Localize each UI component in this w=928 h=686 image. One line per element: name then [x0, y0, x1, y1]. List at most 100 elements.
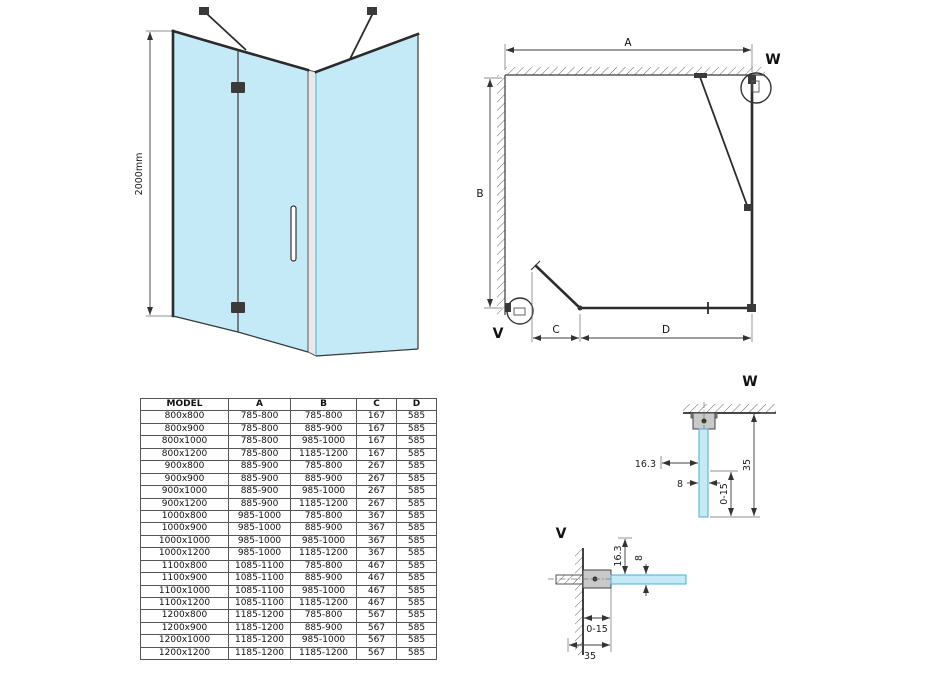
table-cell: 585 — [396, 497, 437, 511]
table-cell: 585 — [396, 609, 437, 623]
wall-anchor — [555, 574, 584, 585]
table-cell: 585 — [396, 596, 437, 611]
dimension-0-15-label: 0-15 — [586, 624, 608, 635]
detail-w-callout-label: W — [765, 52, 780, 68]
table-cell: 985-1000 — [290, 584, 357, 599]
table-cell: 985-1000 — [228, 547, 291, 561]
table-cell: 985-1000 — [228, 522, 291, 536]
table-cell: 585 — [396, 646, 437, 661]
glass-panel-section — [698, 428, 709, 518]
top-bracket-plan — [748, 75, 756, 84]
dimension-16-3-label: 16.3 — [613, 545, 624, 566]
dimension-0-15-label: 0-15 — [719, 483, 730, 505]
table-cell: 585 — [396, 485, 437, 499]
dimension-35-label: 35 — [742, 459, 753, 471]
table-cell: 885-900 — [228, 497, 291, 511]
dimension-8-label: 8 — [634, 555, 645, 561]
door-open-plan — [530, 260, 583, 311]
corner-bracket-plan — [747, 304, 756, 312]
door-hinge-bottom — [231, 302, 245, 313]
table-cell: 567 — [356, 609, 397, 623]
support-strut — [199, 7, 247, 51]
table-cell: 467 — [356, 584, 397, 599]
detail-w-callout-glyph — [751, 80, 760, 93]
table-cell: 785-800 — [290, 609, 357, 623]
table-cell: 800x1200 — [140, 447, 229, 462]
table-cell: 785-800 — [228, 447, 291, 462]
table-cell: 900x800 — [140, 460, 229, 474]
corner-post — [307, 69, 317, 357]
table-cell: 1185-1200 — [228, 621, 291, 636]
table-cell: 1100x1000 — [140, 584, 229, 599]
column-header: A — [228, 397, 291, 412]
table-cell: 267 — [356, 497, 397, 511]
table-cell: 1200x1000 — [140, 634, 229, 648]
table-cell: 1100x900 — [140, 572, 229, 586]
wall-bracket — [367, 7, 377, 15]
dimension-16-3: 16.3 — [635, 456, 698, 470]
table-cell: 785-800 — [290, 559, 357, 574]
glass-clamp-bracket — [690, 402, 718, 440]
frame-profiles — [171, 29, 420, 357]
table-cell: 985-1000 — [290, 534, 357, 549]
plan-view: W V A B C D — [476, 37, 781, 342]
dimension-16-3-label: 16.3 — [635, 459, 656, 470]
table-cell: 1200x900 — [140, 621, 229, 636]
table-cell: 367 — [356, 547, 397, 561]
height-dimension-label: 2000mm — [134, 153, 145, 196]
table-cell: 267 — [356, 472, 397, 487]
table-cell: 585 — [396, 534, 437, 549]
table-cell: 985-1000 — [290, 634, 357, 648]
table-cell: 800x800 — [140, 410, 229, 424]
table-cell: 1085-1100 — [228, 584, 291, 599]
door-hinge-top — [231, 82, 245, 93]
dimension-16-3: 16.3 — [613, 537, 632, 574]
wall-left — [497, 75, 506, 315]
table-cell: 167 — [356, 447, 397, 462]
table-cell: 1000x1200 — [140, 547, 229, 561]
table-cell: 367 — [356, 534, 397, 549]
table-cell: 267 — [356, 485, 397, 499]
detail-w-view: W 16.3 8 — [635, 374, 776, 518]
table-cell: 885-900 — [228, 460, 291, 474]
table-cell: 585 — [396, 584, 437, 599]
table-cell: 585 — [396, 621, 437, 636]
side-glass-panel — [315, 33, 419, 357]
table-cell: 567 — [356, 621, 397, 636]
dimension-a: A — [504, 37, 753, 72]
door-handle — [290, 205, 297, 262]
ceiling — [683, 404, 776, 414]
table-cell: 1185-1200 — [290, 497, 357, 511]
column-header: D — [396, 397, 437, 412]
dimension-a-label: A — [624, 37, 632, 49]
table-cell: 1185-1200 — [228, 609, 291, 623]
table-cell: 785-800 — [228, 435, 291, 449]
wall — [575, 548, 584, 655]
table-cell: 585 — [396, 460, 437, 474]
dimension-0-15: 0-15 — [710, 470, 738, 518]
dimension-8: 8 — [634, 555, 649, 596]
dimension-8-label: 8 — [677, 479, 683, 490]
door-glass-panel — [237, 49, 309, 353]
table-cell: 585 — [396, 472, 437, 487]
table-cell: 467 — [356, 559, 397, 574]
wall-top — [505, 67, 765, 76]
detail-v-callout-circle — [506, 297, 534, 325]
table-cell: 1000x1000 — [140, 534, 229, 549]
table-cell: 567 — [356, 646, 397, 661]
table-cell: 167 — [356, 410, 397, 424]
table-cell: 900x1000 — [140, 485, 229, 499]
table-cell: 1100x1200 — [140, 596, 229, 611]
